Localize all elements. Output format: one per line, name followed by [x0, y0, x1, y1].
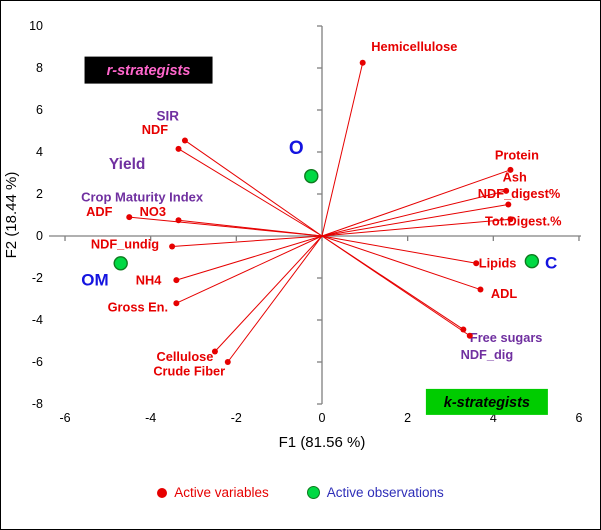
variable-label: NDF_dig — [461, 347, 514, 362]
k-strategists-label: k-strategists — [444, 395, 530, 411]
x-tick-label: -2 — [231, 411, 242, 425]
variable-label: Lipids — [479, 256, 517, 271]
variable-point — [173, 277, 180, 284]
legend-label: Active observations — [326, 485, 444, 500]
variable-vector — [178, 148, 323, 237]
variable-vector — [176, 235, 323, 281]
variable-point — [359, 59, 366, 66]
variable-label: Crop Maturity Index — [81, 189, 204, 204]
variable-point — [175, 145, 182, 152]
y-tick-label: -2 — [32, 271, 43, 285]
variable-point — [169, 243, 176, 250]
variable-point — [466, 332, 473, 339]
variable-label: NDF_undig — [91, 237, 159, 252]
legend: Active variables Active observations — [1, 485, 600, 500]
variable-label: NDF — [142, 122, 168, 137]
observation-point — [524, 254, 540, 269]
y-tick-label: 2 — [36, 187, 43, 201]
y-tick-label: 8 — [36, 61, 43, 75]
observation-label: O — [289, 138, 304, 159]
variable-vector — [321, 62, 364, 237]
variable-vector — [321, 218, 511, 237]
legend-marker-icon — [306, 486, 320, 499]
variable-vector — [321, 235, 471, 337]
variable-point — [477, 286, 484, 293]
variable-vector — [178, 219, 323, 237]
variable-point — [507, 166, 514, 173]
y-tick-label: -4 — [32, 313, 43, 327]
variable-label: NO3 — [140, 204, 166, 219]
legend-label: Active variables — [174, 485, 269, 500]
x-axis-title: F1 (81.56 %) — [279, 434, 366, 451]
y-tick-label: -6 — [32, 355, 43, 369]
variable-point — [505, 201, 512, 208]
variable-label: Protein — [495, 147, 539, 162]
variable-label: SIR — [157, 109, 180, 124]
variable-vector — [184, 140, 323, 237]
variable-label: Tot.Digest.% — [485, 214, 562, 229]
variable-label: Yield — [109, 156, 145, 173]
x-tick-label: -6 — [59, 411, 70, 425]
variable-vector — [321, 169, 511, 237]
variable-label: Crude Fiber — [153, 364, 225, 379]
variable-label: ADF — [86, 204, 112, 219]
observation-label: OM — [81, 270, 108, 289]
variable-label: ADL — [491, 286, 517, 301]
x-tick-label: 4 — [490, 411, 497, 425]
variable-vector — [321, 235, 477, 264]
variable-vector — [321, 190, 507, 237]
y-tick-label: 4 — [36, 145, 43, 159]
variable-vector — [321, 235, 481, 291]
plot-contents: -6 -4 -2 0 2 4 6 -8 -6 -4 -2 0 2 4 6 8 10HemicelluloseSI… — [29, 19, 582, 425]
x-tick-label: -4 — [145, 411, 156, 425]
observation-point — [113, 256, 128, 271]
x-tick-label: 0 — [319, 411, 326, 425]
r-strategists-box — [84, 56, 213, 84]
y-axis-title: F2 (18.44 %) — [3, 172, 20, 259]
variable-label: NDF_digest% — [478, 186, 561, 201]
legend-item: Active observations — [306, 485, 444, 500]
y-tick-label: 6 — [36, 103, 43, 117]
y-tick-label: 10 — [29, 19, 43, 33]
y-tick-label: 0 — [36, 229, 43, 243]
y-tick-label: -8 — [32, 397, 43, 411]
variable-point — [126, 214, 133, 221]
variable-point — [175, 217, 182, 224]
observation-label: C — [545, 254, 557, 273]
variable-point — [473, 260, 480, 267]
variable-vector — [172, 235, 323, 247]
variable-vector — [214, 235, 323, 352]
x-tick-label: 6 — [576, 411, 583, 425]
variable-vector — [321, 204, 509, 237]
variable-vector — [227, 235, 323, 363]
variable-label: Gross En. — [108, 300, 168, 315]
variable-point — [503, 187, 510, 194]
variable-label: Cellulose — [156, 349, 213, 364]
variable-point — [173, 300, 180, 307]
variable-point — [507, 216, 514, 223]
legend-item: Active variables — [157, 485, 269, 500]
variable-vector — [176, 235, 323, 304]
variable-point — [181, 137, 188, 144]
x-tick-label: 2 — [404, 411, 411, 425]
variable-point — [211, 348, 218, 355]
variable-label: NH4 — [136, 272, 162, 287]
r-strategists-label: r-strategists — [107, 63, 191, 79]
variable-label: Free sugars — [470, 330, 543, 345]
k-strategists-box — [425, 388, 548, 415]
variable-point — [224, 359, 231, 365]
legend-marker-icon — [157, 487, 168, 498]
observation-point — [304, 168, 319, 184]
variable-label: Ash — [503, 169, 527, 184]
variable-label: Hemicellulose — [371, 39, 457, 54]
